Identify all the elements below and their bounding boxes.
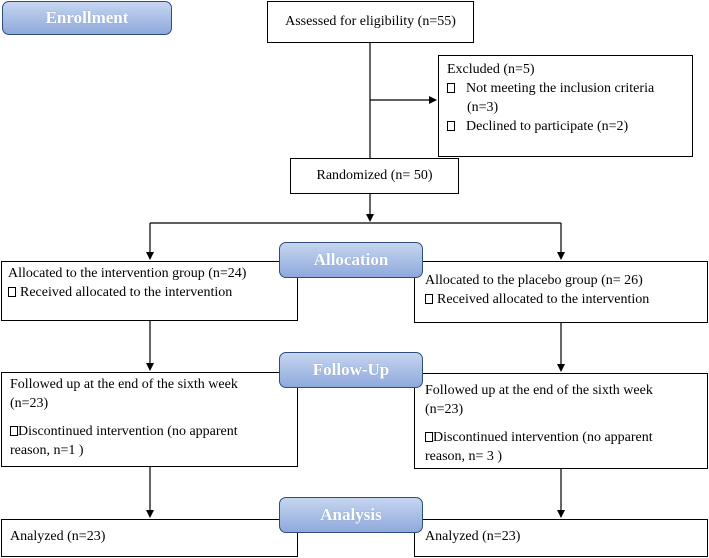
excluded-title: Excluded (n=5) xyxy=(447,62,535,77)
placebo-followed-line2: (n=23) xyxy=(425,401,464,417)
phase-analysis-label: Analysis xyxy=(320,505,382,524)
phase-enrollment-label: Enrollment xyxy=(45,8,129,27)
excluded-item-1-count: (n=3) xyxy=(467,99,499,115)
checkbox-icon xyxy=(10,425,18,436)
intervention-followed-line1: Followed up at the end of the sixth week xyxy=(10,377,238,392)
placebo-followed-line1: Followed up at the end of the sixth week xyxy=(425,383,653,398)
excluded-box: Excluded (n=5) Not meeting the inclusion… xyxy=(438,55,693,157)
placebo-discontinued-reason: reason, n= 3 ) xyxy=(425,448,503,464)
assessed-text: Assessed for eligibility (n=55) xyxy=(285,13,456,29)
phase-enrollment: Enrollment xyxy=(2,1,172,35)
intervention-allocation-box: Allocated to the intervention group (n=2… xyxy=(1,261,298,321)
intervention-received: Received allocated to the intervention xyxy=(8,284,291,303)
placebo-analyzed-text: Analyzed (n=23) xyxy=(425,529,521,544)
checkbox-icon xyxy=(447,82,455,93)
randomized-text: Randomized (n= 50) xyxy=(316,167,433,183)
intervention-analyzed-text: Analyzed (n=23) xyxy=(10,529,106,544)
checkbox-icon xyxy=(447,120,455,131)
intervention-discontinued: Discontinued intervention (no apparent xyxy=(10,423,289,442)
intervention-analysis-box: Analyzed (n=23) xyxy=(1,519,298,557)
placebo-followup-box: Followed up at the end of the sixth week… xyxy=(414,373,708,469)
intervention-discontinued-reason: reason, n=1 ) xyxy=(10,442,84,458)
phase-follow-up-label: Follow-Up xyxy=(312,360,390,379)
phase-allocation-label: Allocation xyxy=(313,250,389,269)
phase-follow-up: Follow-Up xyxy=(279,352,423,388)
checkbox-icon xyxy=(425,431,433,442)
intervention-followed-line2: (n=23) xyxy=(10,395,49,411)
checkbox-icon xyxy=(425,293,433,304)
phase-analysis: Analysis xyxy=(279,497,423,533)
placebo-discontinued: Discontinued intervention (no apparent xyxy=(425,429,699,448)
checkbox-icon xyxy=(8,286,16,297)
intervention-allocated-text: Allocated to the intervention group (n=2… xyxy=(8,266,247,281)
phase-allocation: Allocation xyxy=(279,242,423,278)
placebo-allocation-box: Allocated to the placebo group (n= 26) R… xyxy=(414,261,708,323)
assessed-box: Assessed for eligibility (n=55) xyxy=(267,1,474,43)
excluded-item-2: Declined to participate (n=2) xyxy=(447,118,684,137)
excluded-item-1: Not meeting the inclusion criteria xyxy=(447,80,684,99)
randomized-box: Randomized (n= 50) xyxy=(290,158,459,194)
intervention-followup-box: Followed up at the end of the sixth week… xyxy=(1,372,298,467)
placebo-received: Received allocated to the intervention xyxy=(425,291,701,310)
placebo-analysis-box: Analyzed (n=23) xyxy=(414,519,708,557)
placebo-allocated-text: Allocated to the placebo group (n= 26) xyxy=(425,273,643,288)
